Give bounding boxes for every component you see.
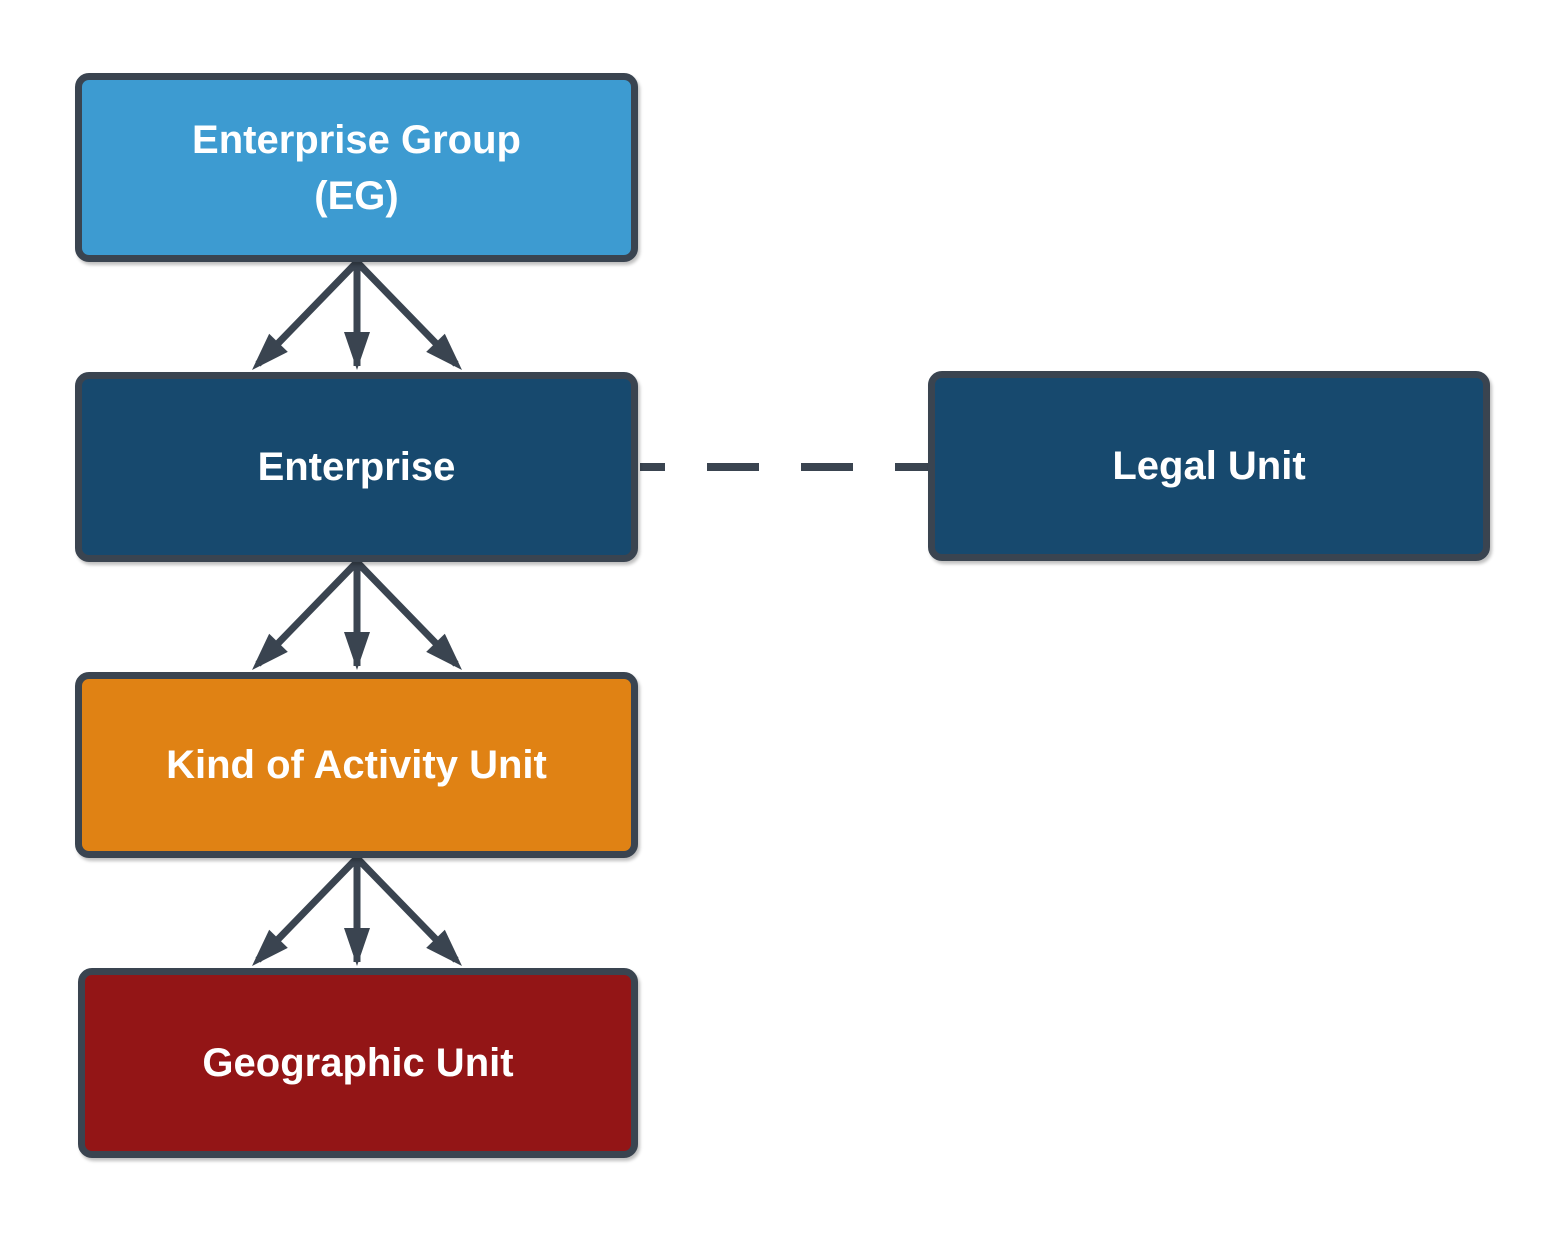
arrowhead-icon [344,332,370,370]
node-label-line2: (EG) [314,173,399,218]
node-geographic-unit: Geographic Unit [78,968,638,1158]
arrowhead-icon [252,333,288,370]
edge-kind-of-activity-unit-to-geographic-unit [252,855,462,966]
node-label-line1: Enterprise Group [192,117,521,162]
edge-enterprise-group-to-enterprise [252,259,462,370]
node-label: Geographic Unit [202,1041,514,1085]
arrowhead-icon [426,633,462,670]
arrowhead-icon [252,929,288,966]
arrowhead-icon [344,632,370,670]
arrowhead-icon [426,333,462,370]
node-kind-of-activity-unit: Kind of Activity Unit [75,672,638,858]
arrowhead-icon [252,633,288,670]
node-label: Legal Unit [1112,444,1306,488]
edge-enterprise-to-kind-of-activity-unit [252,559,462,670]
node-label: Kind of Activity Unit [166,743,547,787]
arrowhead-icon [426,929,462,966]
node-enterprise-group: Enterprise Group (EG) [75,73,638,262]
node-enterprise: Enterprise [75,372,638,562]
node-label: Enterprise [257,445,456,489]
node-legal-unit: Legal Unit [928,371,1490,561]
arrowhead-icon [344,928,370,966]
node-label: Enterprise Group (EG) [192,112,521,224]
